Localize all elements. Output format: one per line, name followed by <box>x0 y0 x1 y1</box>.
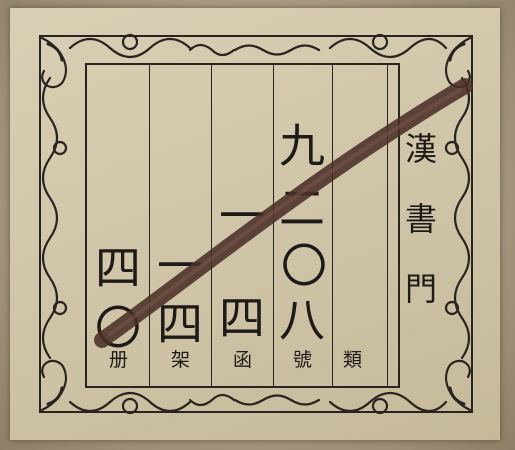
category-unit-label: 類 <box>343 349 363 371</box>
category-char-1: 漢 <box>405 130 438 168</box>
column-divider <box>149 65 150 386</box>
number-char-1: 九 <box>279 119 325 173</box>
volume-unit-label: 册 <box>109 349 129 371</box>
number-char-2: 二 <box>279 181 325 235</box>
case-unit-label: 函 <box>233 349 253 371</box>
library-bookplate-label: 漢 書 門 類 九 二 〇 八 號 一 四 函 一 四 架 四 〇 册 <box>10 8 500 440</box>
column-divider <box>387 65 388 386</box>
catalog-grid: 漢 書 門 類 九 二 〇 八 號 一 四 函 一 四 架 四 〇 册 <box>85 63 437 388</box>
column-divider <box>332 65 333 386</box>
shelf-char-2: 四 <box>157 297 203 351</box>
column-divider <box>211 65 212 386</box>
column-divider <box>273 65 274 386</box>
category-char-2: 書 <box>405 200 438 238</box>
ornamental-border-icon <box>39 33 473 415</box>
number-unit-label: 號 <box>293 349 313 371</box>
case-char-1: 一 <box>219 189 265 243</box>
number-char-3: 〇 <box>281 239 327 293</box>
volume-char-1: 四 <box>95 241 141 295</box>
shelf-char-1: 一 <box>157 239 203 293</box>
category-char-3: 門 <box>405 270 438 308</box>
shelf-unit-label: 架 <box>171 349 191 371</box>
volume-char-2: 〇 <box>95 301 141 355</box>
number-char-4: 八 <box>279 293 325 347</box>
case-char-2: 四 <box>219 291 265 345</box>
